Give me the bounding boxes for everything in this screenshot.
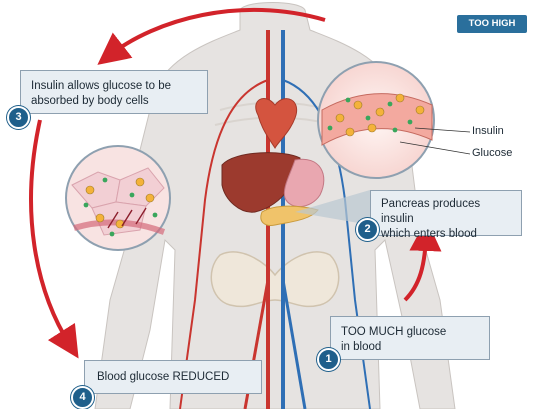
- body-cells-magnifier: [66, 146, 170, 250]
- step-2-box: Pancreas produces insulin which enters b…: [370, 190, 522, 236]
- glucose-molecule: [136, 178, 144, 186]
- glucose-molecule: [354, 101, 362, 109]
- step-4-badge: 4: [71, 386, 94, 409]
- glucose-molecule: [336, 114, 344, 122]
- step-2-badge: 2: [356, 218, 379, 241]
- insulin-molecule: [388, 102, 393, 107]
- step-3-badge: 3: [7, 106, 30, 129]
- insulin-molecule: [393, 128, 398, 133]
- insulin-molecule: [153, 213, 158, 218]
- glucose-molecule: [146, 194, 154, 202]
- glucose-label: Glucose: [472, 147, 512, 159]
- glucose-molecule: [368, 124, 376, 132]
- step-1-text: TOO MUCH glucose in blood: [341, 326, 446, 353]
- glucose-molecule: [376, 108, 384, 116]
- insulin-molecule: [366, 116, 371, 121]
- glucose-molecule: [416, 106, 424, 114]
- insulin-molecule: [408, 120, 413, 125]
- insulin-label: Insulin: [472, 125, 504, 137]
- step-3-box: Insulin allows glucose to be absorbed by…: [20, 70, 208, 114]
- insulin-molecule: [328, 126, 333, 131]
- step-4-box: Blood glucose REDUCED: [84, 360, 262, 394]
- insulin-molecule: [110, 232, 115, 237]
- glucose-molecule: [346, 128, 354, 136]
- step-1-badge: 1: [317, 348, 340, 371]
- insulin-molecule: [84, 203, 89, 208]
- step-3-text: Insulin allows glucose to be absorbed by…: [31, 80, 171, 107]
- step-1-box: TOO MUCH glucose in blood: [330, 316, 490, 360]
- glucose-molecule: [96, 214, 104, 222]
- glucose-molecule: [396, 94, 404, 102]
- insulin-molecule: [103, 178, 108, 183]
- arrow-to-reduced: [31, 120, 70, 345]
- insulin-molecule: [346, 98, 351, 103]
- too-high-badge: TOO HIGH: [457, 15, 527, 33]
- blood-vessel-magnifier: [318, 62, 434, 178]
- insulin-molecule: [130, 193, 135, 198]
- step-2-text: Pancreas produces insulin which enters b…: [381, 198, 480, 240]
- glucose-molecule: [86, 186, 94, 194]
- step-4-text: Blood glucose REDUCED: [97, 371, 229, 383]
